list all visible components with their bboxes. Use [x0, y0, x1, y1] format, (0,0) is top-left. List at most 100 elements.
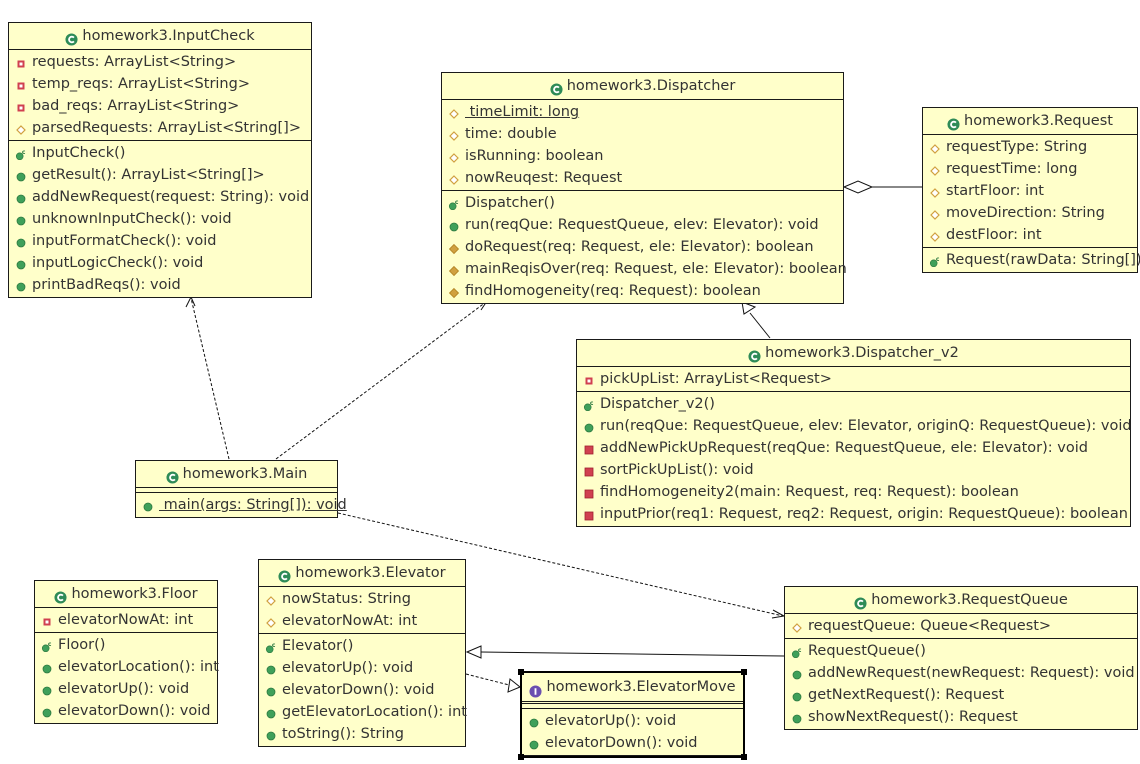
method-text: Dispatcher_v2()	[600, 396, 715, 412]
method-row[interactable]: elevatorUp(): void	[259, 657, 465, 679]
method-row[interactable]: c Dispatcher_v2()	[577, 393, 1130, 415]
method-row[interactable]: elevatorDown(): void	[35, 700, 217, 722]
class-requestqueue[interactable]: homework3.RequestQueue requestQueue: Queu…	[784, 586, 1138, 730]
method-row[interactable]: findHomogeneity2(main: Request, req: Req…	[577, 481, 1130, 503]
attribute-row[interactable]: moveDirection: String	[923, 202, 1137, 224]
public-method-icon	[265, 727, 277, 741]
method-row[interactable]: inputFormatCheck(): void	[9, 230, 311, 252]
method-text: unknownInputCheck(): void	[32, 211, 232, 227]
attribute-row[interactable]: destFloor: int	[923, 224, 1137, 246]
method-row[interactable]: addNewRequest(request: String): void	[9, 186, 311, 208]
attribute-row[interactable]: timeLimit: long	[442, 101, 843, 123]
private-field-icon	[15, 99, 27, 112]
method-text: getNextRequest(): Request	[808, 687, 1005, 703]
method-row[interactable]: unknownInputCheck(): void	[9, 208, 311, 230]
class-header[interactable]: homework3.Dispatcher	[442, 73, 843, 100]
attribute-row[interactable]: temp_reqs: ArrayList<String>	[9, 73, 311, 95]
class-header[interactable]: homework3.Dispatcher_v2	[577, 340, 1130, 367]
attribute-row[interactable]: bad_reqs: ArrayList<String>	[9, 95, 311, 117]
attribute-row[interactable]: nowStatus: String	[259, 588, 465, 610]
attribute-row[interactable]: requests: ArrayList<String>	[9, 51, 311, 73]
method-row[interactable]: elevatorUp(): void	[35, 678, 217, 700]
selection-handle[interactable]	[518, 754, 524, 760]
public-method-icon	[15, 256, 27, 270]
method-text: InputCheck()	[32, 145, 126, 161]
selection-handle[interactable]	[741, 669, 747, 675]
attribute-row[interactable]: pickUpList: ArrayList<Request>	[577, 368, 1130, 390]
method-row[interactable]: toString(): String	[259, 723, 465, 745]
method-row[interactable]: mainReqisOver(req: Request, ele: Elevato…	[442, 258, 847, 280]
class-name: homework3.Floor	[71, 586, 198, 602]
class-header[interactable]: homework3.RequestQueue	[785, 587, 1137, 614]
method-text: sortPickUpList(): void	[600, 462, 754, 478]
class-header[interactable]: homework3.ElevatorMove	[522, 673, 743, 704]
class-header[interactable]: homework3.Elevator	[259, 560, 465, 587]
attribute-row[interactable]: elevatorNowAt: int	[259, 610, 465, 632]
class-name: homework3.RequestQueue	[871, 592, 1068, 608]
method-row[interactable]: elevatorLocation(): int	[35, 656, 219, 678]
attribute-row[interactable]: requestTime: long	[923, 158, 1137, 180]
method-row[interactable]: findHomogeneity(req: Request): boolean	[442, 280, 843, 302]
selection-handle[interactable]	[518, 669, 524, 675]
method-row[interactable]: sortPickUpList(): void	[577, 459, 1130, 481]
method-row[interactable]: run(reqQue: RequestQueue, elev: Elevator…	[442, 214, 843, 236]
public-method-icon	[41, 682, 53, 696]
class-header[interactable]: homework3.Main	[136, 461, 337, 488]
method-row[interactable]: elevatorUp(): void	[522, 710, 743, 732]
method-row[interactable]: addNewPickUpRequest(reqQue: RequestQueue…	[577, 437, 1130, 459]
attribute-row[interactable]: requestQueue: Queue<Request>	[785, 615, 1137, 637]
method-row[interactable]: inputPrior(req1: Request, req2: Request,…	[577, 503, 1130, 525]
class-inputcheck[interactable]: homework3.InputCheck requests: ArrayList<…	[8, 22, 312, 298]
method-row[interactable]: printBadReqs(): void	[9, 274, 311, 296]
attribute-row[interactable]: time: double	[442, 123, 843, 145]
svg-text:c: c	[590, 400, 594, 407]
public-method-icon	[448, 218, 460, 232]
class-icon	[65, 29, 78, 46]
attribute-row[interactable]: parsedRequests: ArrayList<String[]>	[9, 117, 311, 139]
attribute-row[interactable]: elevatorNowAt: int	[35, 609, 217, 631]
method-row[interactable]: run(reqQue: RequestQueue, elev: Elevator…	[577, 415, 1132, 437]
class-header[interactable]: homework3.InputCheck	[9, 23, 311, 50]
protected-method-icon	[448, 240, 460, 255]
attribute-row[interactable]: nowReuqest: Request	[442, 167, 843, 189]
constructor-icon: c	[41, 638, 53, 653]
method-row[interactable]: elevatorDown(): void	[522, 732, 743, 754]
method-row[interactable]: addNewRequest(newRequest: Request): void	[785, 662, 1137, 684]
arrowhead-open	[185, 295, 196, 308]
public-method-icon	[583, 419, 595, 433]
methods-section: main(args: String[]): void	[136, 493, 347, 517]
method-row[interactable]: elevatorDown(): void	[259, 679, 465, 701]
method-row[interactable]: main(args: String[]): void	[136, 494, 347, 516]
method-row[interactable]: getResult(): ArrayList<String[]>	[9, 164, 311, 186]
attribute-row[interactable]: requestType: String	[923, 136, 1137, 158]
class-main[interactable]: homework3.Main main(args: String[]): voi…	[135, 460, 347, 518]
method-row[interactable]: getNextRequest(): Request	[785, 684, 1137, 706]
selection-handle[interactable]	[741, 754, 747, 760]
interface-elevatormove[interactable]: homework3.ElevatorMove elevatorUp(): void…	[518, 669, 747, 760]
attribute-text: requests: ArrayList<String>	[32, 54, 237, 70]
method-row[interactable]: showNextRequest(): Request	[785, 706, 1137, 728]
method-row[interactable]: doRequest(req: Request, ele: Elevator): …	[442, 236, 843, 258]
class-header[interactable]: homework3.Request	[923, 108, 1137, 135]
method-row[interactable]: getElevatorLocation(): int	[259, 701, 467, 723]
attribute-row[interactable]: isRunning: boolean	[442, 145, 843, 167]
class-icon	[854, 593, 867, 610]
protected-field-icon	[15, 121, 27, 135]
methods-section: c Dispatcher_v2() run(reqQue: RequestQueue…	[577, 392, 1132, 526]
method-row[interactable]: inputLogicCheck(): void	[9, 252, 311, 274]
class-name: homework3.Elevator	[295, 565, 446, 581]
class-header[interactable]: homework3.Floor	[35, 581, 217, 608]
attribute-row[interactable]: startFloor: int	[923, 180, 1137, 202]
